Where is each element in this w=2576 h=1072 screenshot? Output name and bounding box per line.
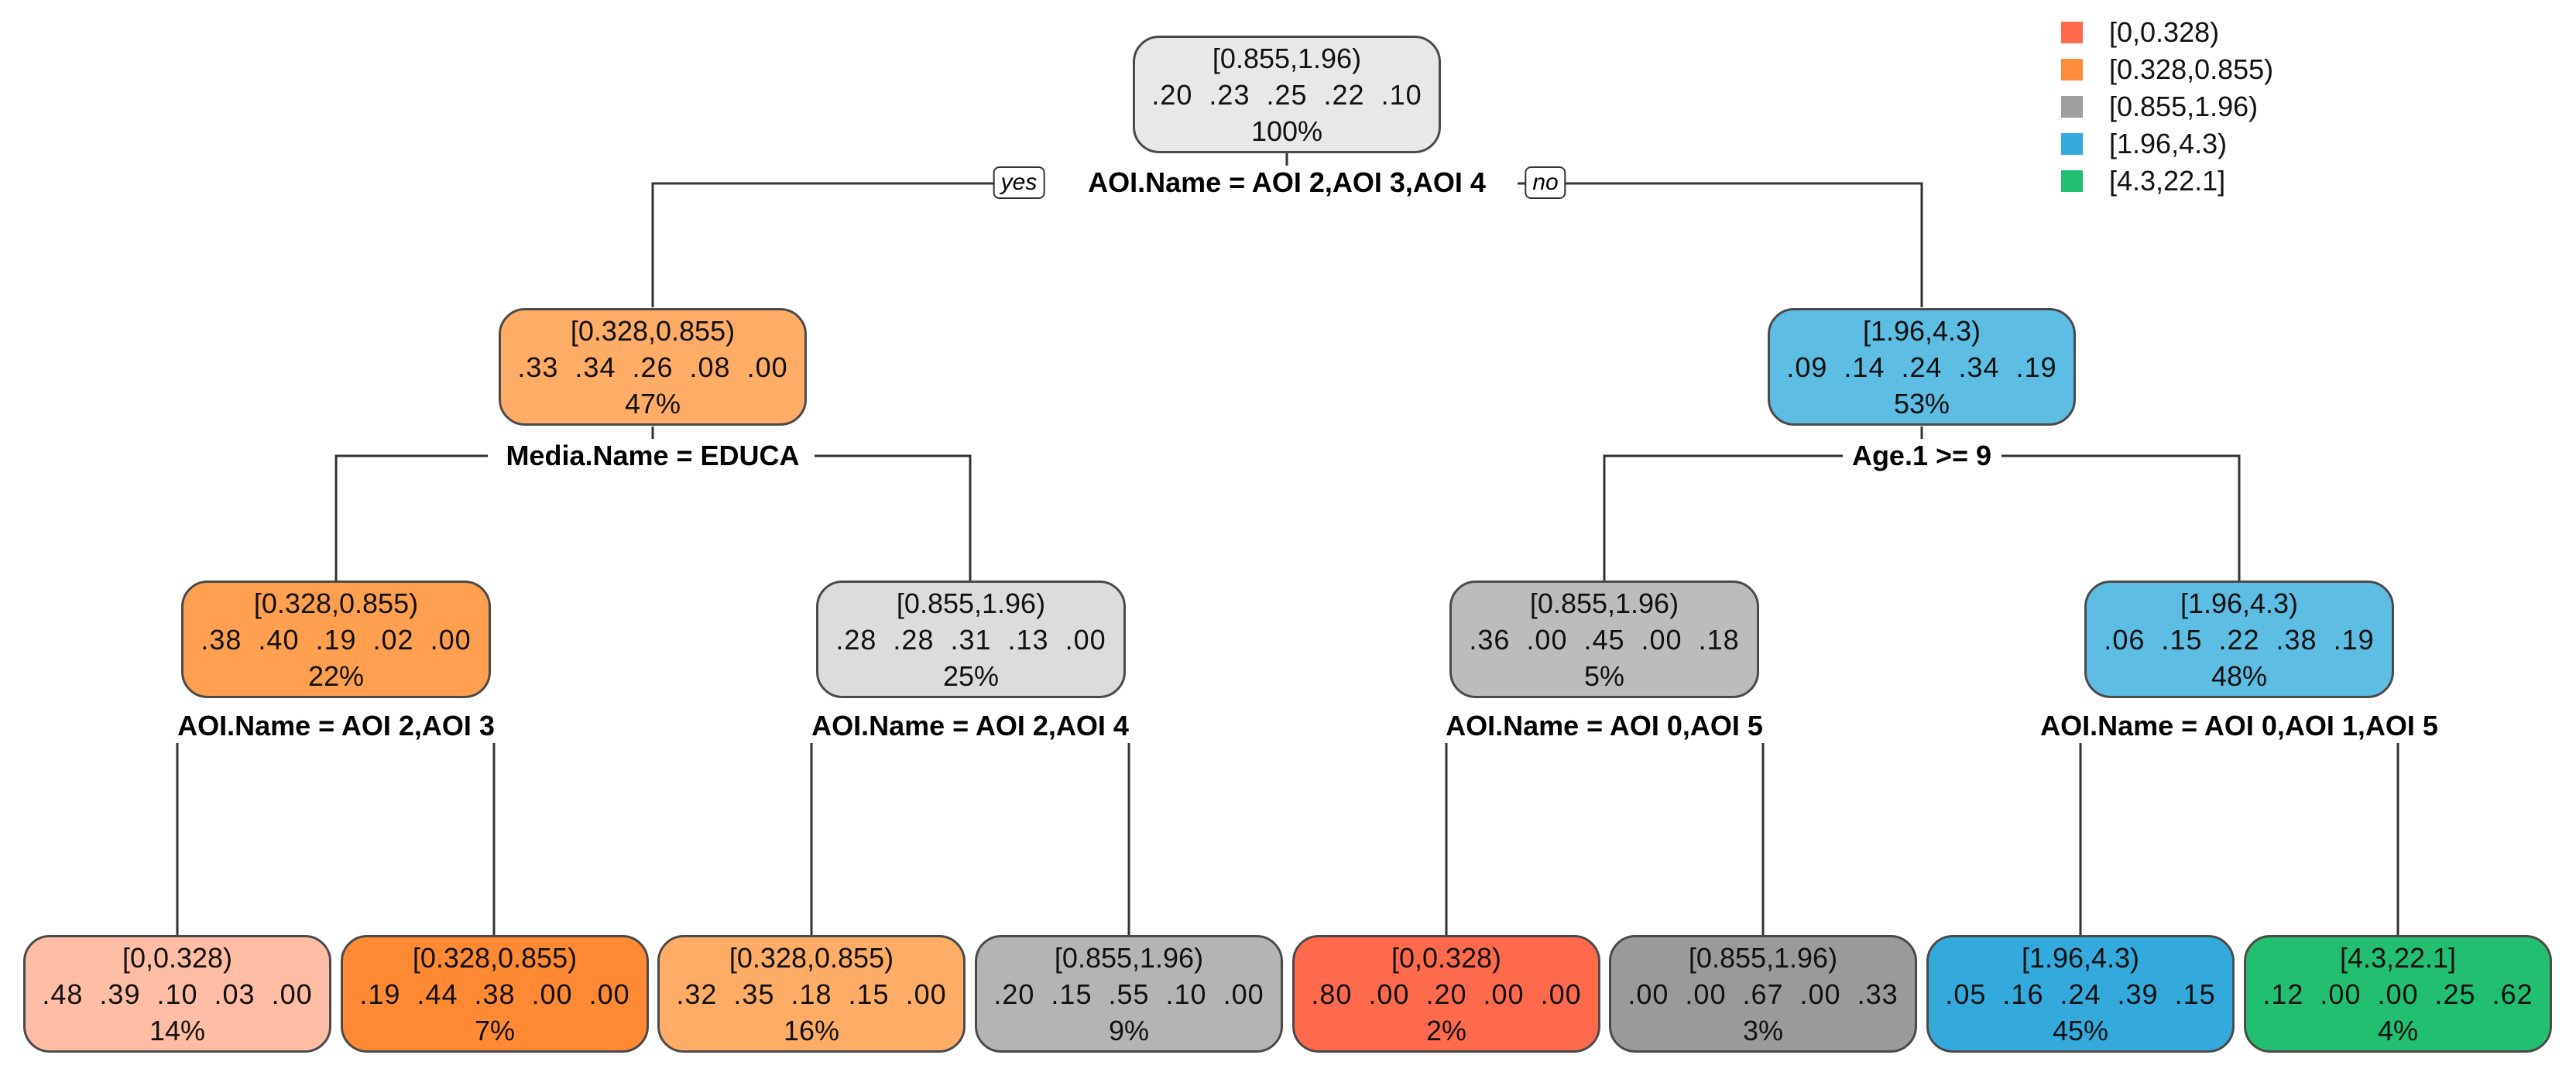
legend-swatch: [2061, 170, 2083, 192]
node-class-label: [0.328,0.855): [253, 587, 419, 619]
leaf-node-2: [0.328,0.855) .19 .44 .38 .00 .00 7%: [341, 935, 649, 1053]
node-probabilities: .12 .00 .00 .25 .62: [2262, 978, 2533, 1010]
node-percentage: 5%: [1583, 659, 1625, 692]
node-percentage: 100%: [1250, 115, 1323, 147]
node-probabilities: .05 .16 .24 .39 .15: [1945, 978, 2216, 1010]
split-label-n7: AOI.Name = AOI 0,AOI 1,AOI 5: [2036, 709, 2443, 743]
split-label-root: AOI.Name = AOI 2,AOI 3,AOI 4: [1083, 166, 1490, 200]
leaf-node-3: [0.328,0.855) .32 .35 .18 .15 .00 16%: [657, 935, 966, 1053]
node-class-label: [0.328,0.855): [570, 314, 736, 347]
leaf-node-6: [0.855,1.96) .00 .00 .67 .00 .33 3%: [1609, 935, 1917, 1053]
node-probabilities: .19 .44 .38 .00 .00: [359, 978, 630, 1010]
node-probabilities: .33 .34 .26 .08 .00: [517, 351, 788, 383]
leaf-node-1: [0,0.328) .48 .39 .10 .03 .00 14%: [23, 935, 331, 1053]
node-4: [0.328,0.855) .38 .40 .19 .02 .00 22%: [181, 581, 491, 698]
split-label-n3: Age.1 >= 9: [1847, 439, 1997, 473]
legend-swatch: [2061, 133, 2083, 155]
node-percentage: 3%: [1742, 1014, 1784, 1046]
node-percentage: 45%: [2052, 1014, 2109, 1046]
node-class-label: [0.328,0.855): [412, 941, 578, 974]
node-probabilities: .36 .00 .45 .00 .18: [1469, 623, 1740, 656]
node-probabilities: .38 .40 .19 .02 .00: [201, 623, 472, 656]
split-label-n5: AOI.Name = AOI 2,AOI 4: [807, 709, 1134, 743]
edge-root-to-n2: [651, 182, 996, 307]
edge-root-to-n3: [1518, 182, 1923, 307]
node-class-label: [0.855,1.96): [1054, 941, 1204, 974]
legend-label: [0.328,0.855): [2109, 53, 2274, 85]
node-class-label: [0.328,0.855): [729, 941, 894, 974]
node-class-label: [0.855,1.96): [1212, 42, 1362, 74]
split-label-n4: AOI.Name = AOI 2,AOI 3: [173, 709, 499, 743]
edge-n2-to-n5: [815, 454, 972, 581]
legend-swatch: [2061, 59, 2083, 80]
edge-n3-to-n6: [1603, 454, 1843, 581]
node-3: [1.96,4.3) .09 .14 .24 .34 .19 53%: [1768, 308, 2076, 426]
no-tag: no: [1525, 166, 1566, 199]
node-percentage: 7%: [474, 1014, 516, 1046]
split-label-n2: Media.Name = EDUCA: [501, 439, 804, 473]
leaf-node-7: [1.96,4.3) .05 .16 .24 .39 .15 45%: [1926, 935, 2235, 1053]
legend-item: [0,0.328): [2061, 14, 2273, 51]
legend-item: [1.96,4.3): [2061, 125, 2273, 163]
node-class-label: [0,0.328): [1391, 941, 1502, 974]
legend-swatch: [2061, 22, 2083, 43]
node-probabilities: .09 .14 .24 .34 .19: [1786, 351, 2057, 383]
node-probabilities: .00 .00 .67 .00 .33: [1628, 978, 1899, 1010]
node-percentage: 2%: [1425, 1014, 1467, 1046]
node-percentage: 53%: [1893, 387, 1950, 420]
node-percentage: 9%: [1108, 1014, 1150, 1046]
leaf-node-4: [0.855,1.96) .20 .15 .55 .10 .00 9%: [975, 935, 1283, 1053]
node-6: [0.855,1.96) .36 .00 .45 .00 .18 5%: [1449, 581, 1759, 698]
legend-item: [4.3,22.1]: [2061, 163, 2273, 200]
legend: [0,0.328) [0.328,0.855) [0.855,1.96) [1.…: [2061, 14, 2273, 200]
node-root: [0.855,1.96) .20 .23 .25 .22 .10 100%: [1133, 36, 1441, 153]
legend-swatch: [2061, 96, 2083, 118]
node-probabilities: .28 .28 .31 .13 .00: [835, 623, 1106, 656]
node-percentage: 25%: [942, 659, 1000, 692]
legend-label: [0.855,1.96): [2109, 91, 2259, 122]
node-class-label: [0.855,1.96): [1688, 941, 1838, 974]
node-percentage: 48%: [2211, 659, 2268, 692]
node-probabilities: .32 .35 .18 .15 .00: [676, 978, 947, 1010]
node-percentage: 47%: [624, 387, 681, 420]
node-class-label: [1.96,4.3): [2021, 941, 2140, 974]
node-7: [1.96,4.3) .06 .15 .22 .38 .19 48%: [2084, 581, 2394, 698]
node-class-label: [1.96,4.3): [1862, 314, 1981, 347]
yes-tag: yes: [993, 166, 1045, 199]
node-probabilities: .20 .15 .55 .10 .00: [993, 978, 1264, 1010]
node-class-label: [0.855,1.96): [1529, 587, 1679, 619]
node-percentage: 4%: [2377, 1014, 2419, 1046]
node-class-label: [4.3,22.1]: [2339, 941, 2457, 974]
legend-item: [0.855,1.96): [2061, 88, 2273, 125]
leaf-node-8: [4.3,22.1] .12 .00 .00 .25 .62 4%: [2244, 935, 2552, 1053]
node-5: [0.855,1.96) .28 .28 .31 .13 .00 25%: [816, 581, 1126, 698]
node-probabilities: .06 .15 .22 .38 .19: [2104, 623, 2375, 656]
legend-label: [0,0.328): [2109, 16, 2220, 48]
edge-n2-to-n4: [334, 454, 488, 581]
node-class-label: [1.96,4.3): [2180, 587, 2299, 619]
node-probabilities: .48 .39 .10 .03 .00: [42, 978, 313, 1010]
legend-label: [1.96,4.3): [2109, 128, 2228, 159]
node-probabilities: .20 .23 .25 .22 .10: [1151, 78, 1422, 111]
node-percentage: 16%: [783, 1014, 840, 1046]
legend-item: [0.328,0.855): [2061, 51, 2273, 88]
node-class-label: [0.855,1.96): [896, 587, 1046, 619]
tree-edges: [176, 153, 2399, 935]
edge-n3-to-n7: [2001, 454, 2241, 581]
leaf-node-5: [0,0.328) .80 .00 .20 .00 .00 2%: [1292, 935, 1600, 1053]
node-percentage: 14%: [149, 1014, 206, 1046]
split-label-n6: AOI.Name = AOI 0,AOI 5: [1441, 709, 1768, 743]
node-probabilities: .80 .00 .20 .00 .00: [1311, 978, 1582, 1010]
node-2: [0.328,0.855) .33 .34 .26 .08 .00 47%: [499, 308, 807, 426]
legend-label: [4.3,22.1]: [2109, 165, 2226, 197]
node-class-label: [0,0.328): [122, 941, 233, 974]
node-percentage: 22%: [307, 659, 365, 692]
